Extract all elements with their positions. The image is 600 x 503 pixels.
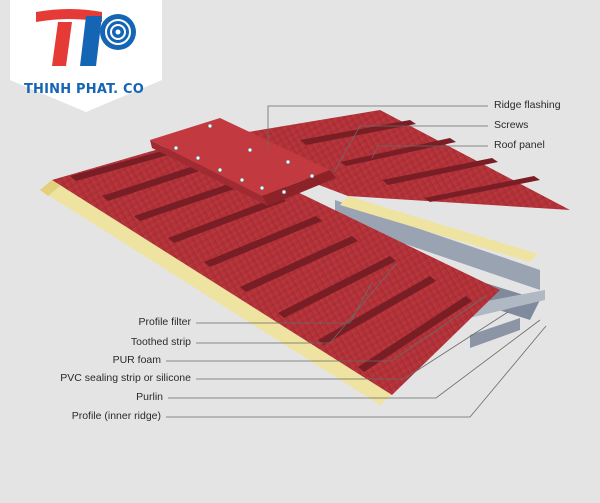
logo-badge [10, 0, 162, 112]
label-roof-panel: Roof panel [494, 139, 545, 151]
logo-t-icon [36, 9, 102, 22]
label-pur-foam: PUR foam [112, 354, 161, 366]
label-screws: Screws [494, 119, 529, 131]
brand-name: THINH PHAT. CO [23, 82, 145, 97]
screws [173, 123, 315, 195]
label-profile-inner-ridge: Profile (inner ridge) [71, 410, 161, 422]
leader-lines [166, 105, 547, 418]
label-toothed-strip: Toothed strip [130, 336, 191, 348]
label-profile-filter: Profile filter [138, 316, 191, 328]
label-ridge-flashing: Ridge flashing [494, 99, 561, 111]
roof-panel-left [40, 140, 500, 405]
label-pvc-sealing-strip: PVC sealing strip or silicone [60, 372, 191, 384]
ridge-flashing [150, 118, 336, 206]
roof-panel-right [200, 110, 570, 262]
label-purlin: Purlin [136, 391, 163, 403]
